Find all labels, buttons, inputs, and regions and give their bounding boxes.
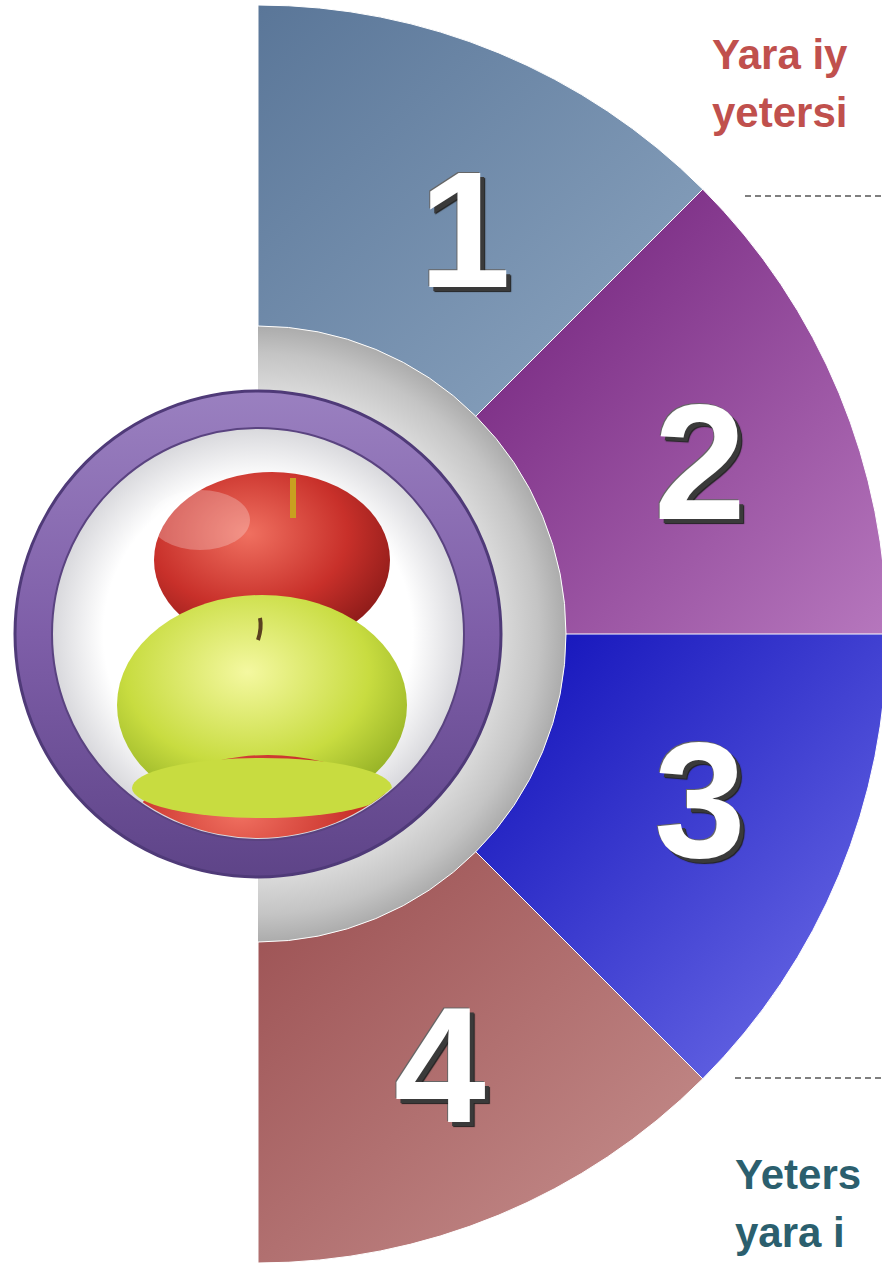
dashed-rule (735, 1077, 882, 1079)
red-apple (128, 755, 408, 925)
side-note: Yeters yara i (735, 1146, 878, 1262)
apple-stem (290, 478, 296, 518)
purple-ring (15, 391, 501, 877)
green-apple-base (132, 758, 392, 818)
segment-fill (258, 852, 703, 1263)
side-note: Yara iy yetersi (712, 26, 878, 142)
segment-fill (476, 189, 882, 634)
apple-picture (117, 472, 408, 925)
lens-circle (52, 428, 464, 840)
lens-glare (150, 490, 250, 550)
segment-number: 3 (654, 718, 746, 883)
segment-number: 1 (419, 148, 511, 313)
segment-number: 4 (394, 983, 486, 1148)
apple-stem (258, 618, 261, 640)
dashed-rule (745, 195, 882, 197)
segment-number: 2 (654, 380, 746, 545)
